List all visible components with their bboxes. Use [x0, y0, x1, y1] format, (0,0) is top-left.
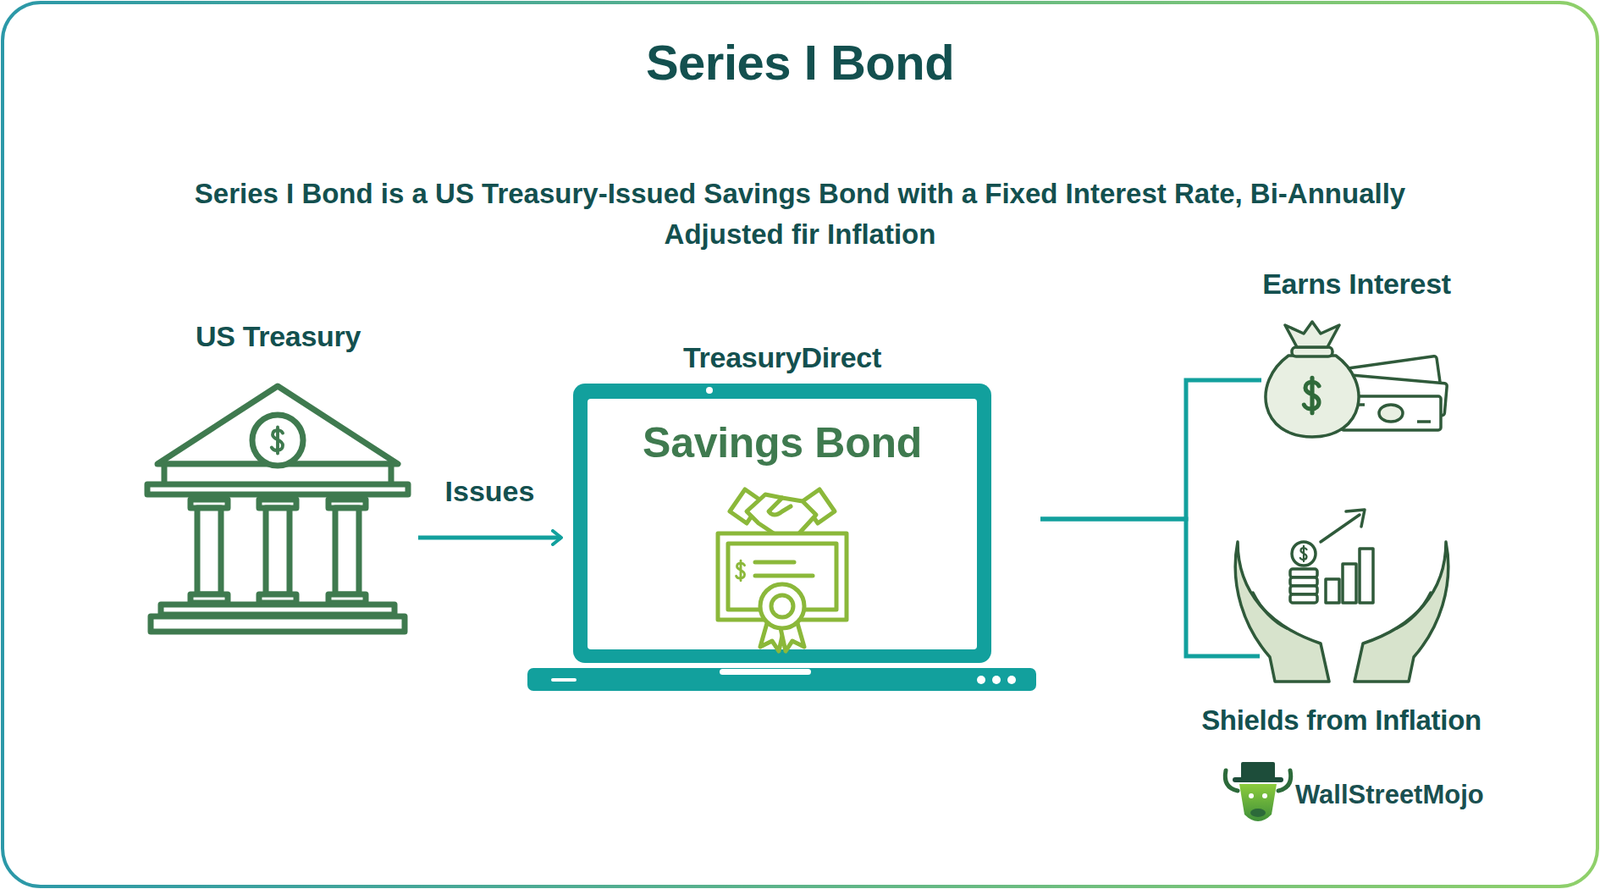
certificate-icon-part [760, 584, 805, 629]
laptop-icon-part [527, 667, 1037, 691]
money-bag-icon [1265, 321, 1447, 437]
node-heading: Earns Interest [1262, 267, 1452, 301]
laptop-icon-part [587, 398, 977, 650]
brand-logo-icon [1224, 761, 1291, 822]
hands-growth-icon-part [1291, 541, 1316, 566]
bank-building-icon-part [160, 604, 395, 615]
brand-logo-icon-part [1239, 783, 1277, 822]
inflation-shield-node: Shields from Inflation [1234, 504, 1449, 682]
laptop-icon-part [992, 675, 1001, 685]
hands-growth-icon-part [1346, 509, 1365, 527]
bank-building-icon-part [150, 616, 405, 632]
brand-logo-icon-part [1262, 793, 1268, 799]
money-bag-icon-part [1303, 377, 1319, 414]
connector-line [418, 535, 562, 541]
treasurydirect-node: TreasuryDirectSavings Bond [573, 383, 992, 663]
laptop-icon [527, 383, 1037, 691]
edge-label: Issues [440, 474, 541, 508]
money-bag-icon-part [1417, 419, 1431, 424]
certificate-icon-part [768, 497, 791, 515]
subtitle-text: Series I Bond is a US Treasury-Issued Sa… [190, 173, 1410, 255]
laptop-icon-part [551, 678, 577, 682]
hands-growth-icon-part [1325, 579, 1340, 603]
hands-growth-icon-part [1235, 541, 1330, 682]
brand-logo-icon-part [1250, 808, 1266, 817]
laptop-icon-part [1007, 675, 1016, 685]
hands-growth-icon-part [1342, 563, 1357, 603]
hands-growth-icon-part-part [1354, 541, 1449, 682]
certificate-icon-part [755, 573, 813, 579]
node-heading: Shields from Inflation [1201, 704, 1482, 737]
brand-name: WallStreetMojo [1295, 778, 1575, 811]
connector-line [1040, 380, 1262, 519]
diagram-title: Series I Bond [0, 33, 1600, 91]
money-bag-icon-part [1379, 404, 1403, 422]
certificate-icon-part [771, 595, 794, 618]
hands-growth-icon-part [1354, 541, 1449, 682]
money-bag-icon-part [1285, 321, 1340, 348]
hands-growth-icon-part [1252, 592, 1287, 629]
bank-building-icon-part [197, 507, 221, 595]
bank-building-icon-part [271, 426, 283, 453]
money-bag-icon-part [1265, 355, 1359, 437]
node-heading: TreasuryDirect [683, 341, 882, 375]
hands-growth-icon-part [1320, 514, 1360, 542]
brand-logo-icon-part [1241, 761, 1275, 779]
hands-growth-icon-part [1359, 548, 1374, 603]
bank-building-icon-part [252, 414, 304, 466]
bank-building-icon-part [335, 507, 359, 595]
certificate-icon-part [755, 560, 795, 565]
bank-building-icon-part [265, 507, 290, 595]
hands-growth-icon-part-part [1396, 592, 1431, 629]
node-heading: US Treasury [195, 320, 361, 354]
hands-growth-icon-part [1300, 546, 1308, 562]
connector-line [1040, 518, 1260, 657]
brand-logo-icon-part [1248, 793, 1254, 799]
bank-building-icon [147, 386, 409, 632]
earns-interest-node: Earns Interest [1264, 321, 1449, 439]
certificate-icon [717, 489, 847, 652]
laptop-icon-part [573, 383, 992, 663]
screen-title: Savings Bond [642, 419, 922, 469]
hands-growth-icon [1235, 509, 1449, 682]
hands-growth-icon-part [1290, 594, 1318, 603]
certificate-icon-part [736, 560, 745, 580]
treasury-node: US Treasury [148, 379, 409, 635]
laptop-icon-part [976, 675, 986, 685]
laptop-icon-part [719, 668, 812, 675]
certificate-icon-part [717, 533, 847, 620]
laptop-icon-part [706, 386, 713, 394]
bank-building-icon-part [147, 484, 409, 495]
brand-logo-icon-part [1232, 777, 1284, 783]
